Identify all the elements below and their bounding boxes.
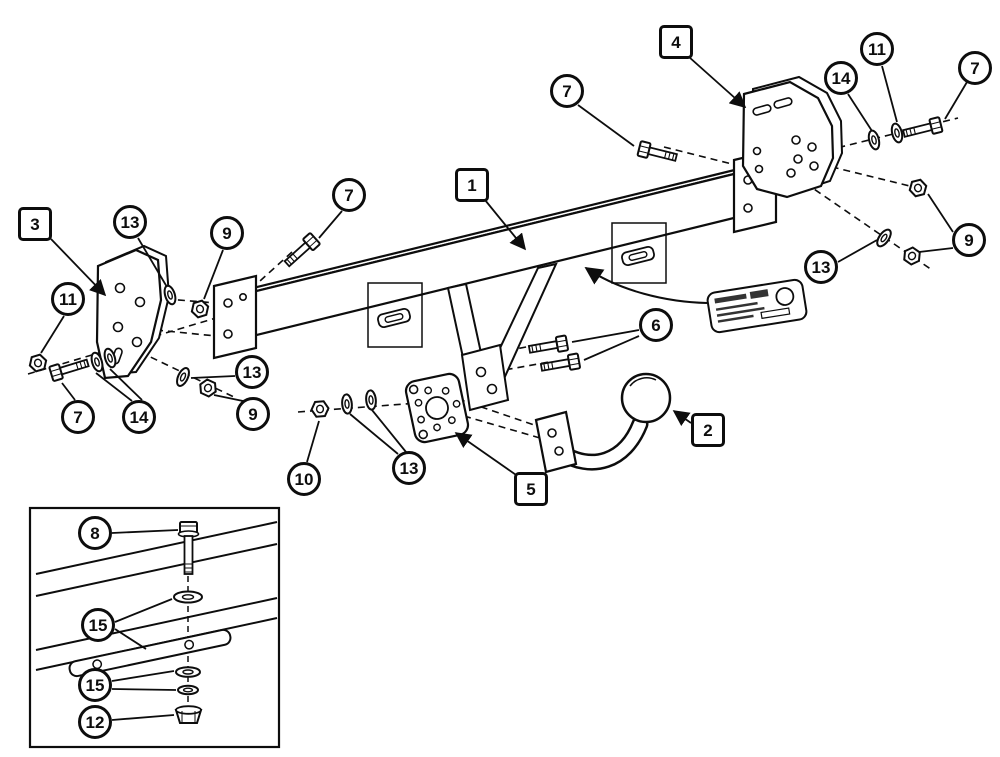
callout-5-20: 5: [514, 472, 548, 506]
callout-label: 13: [242, 362, 262, 382]
callout-2-21: 2: [691, 413, 725, 447]
callout-label: 13: [811, 257, 831, 277]
callout-label: 14: [129, 407, 149, 427]
callout-13-8: 13: [113, 205, 147, 239]
callout-label: 8: [90, 523, 100, 543]
callout-label: 2: [703, 420, 713, 440]
callout-13-14: 13: [235, 355, 269, 389]
callout-9-17: 9: [236, 397, 270, 431]
callout-7-4: 7: [958, 51, 992, 85]
support-bracket: [446, 262, 558, 412]
callout-label: 13: [399, 458, 419, 478]
callout-11-2: 11: [860, 32, 894, 66]
detail-highlight-boxes: [367, 222, 667, 348]
spec-label-arrow: [584, 266, 708, 304]
callout-13-11: 13: [804, 250, 838, 284]
callout-label: 15: [88, 615, 108, 635]
callout-label: 9: [964, 230, 974, 250]
callout-7-1: 7: [550, 74, 584, 108]
callout-9-10: 9: [952, 223, 986, 257]
callout-14-16: 14: [122, 400, 156, 434]
callout-label: 7: [562, 81, 572, 101]
callout-label: 7: [344, 185, 354, 205]
callout-7-6: 7: [332, 178, 366, 212]
callout-label: 11: [59, 289, 77, 309]
inset-bolt: [177, 521, 200, 575]
callout-14-3: 14: [824, 61, 858, 95]
leader-lines: [40, 56, 968, 721]
callout-4-0: 4: [659, 25, 693, 59]
inset-plate-washer: [173, 590, 203, 604]
callout-15-24: 15: [78, 668, 112, 702]
callout-3-7: 3: [18, 207, 52, 241]
callout-label: 5: [526, 479, 536, 499]
inset-nut: [174, 705, 203, 724]
callout-label: 7: [970, 58, 980, 78]
crossbar-end-plate-left: [212, 274, 258, 360]
callout-label: 1: [467, 175, 477, 195]
callout-label: 3: [30, 214, 40, 234]
callout-label: 11: [868, 39, 886, 59]
callout-label: 14: [831, 68, 851, 88]
callout-15-23: 15: [81, 608, 115, 642]
callout-label: 9: [248, 404, 258, 424]
callout-6-13: 6: [639, 308, 673, 342]
side-plate-right: [741, 75, 844, 199]
callout-label: 10: [294, 469, 314, 489]
callout-label: 9: [222, 223, 232, 243]
callout-label: 13: [120, 212, 140, 232]
callout-label: 6: [651, 315, 661, 335]
callout-9-9: 9: [210, 216, 244, 250]
callout-12-25: 12: [78, 705, 112, 739]
callout-13-19: 13: [392, 451, 426, 485]
callout-label: 7: [73, 407, 83, 427]
callout-7-15: 7: [61, 400, 95, 434]
callout-label: 15: [85, 675, 105, 695]
callout-11-12: 11: [51, 282, 85, 316]
towball: [534, 372, 672, 474]
spec-label: [706, 278, 808, 334]
callout-10-18: 10: [287, 462, 321, 496]
callout-label: 4: [671, 32, 681, 52]
callout-label: 12: [85, 712, 105, 732]
callout-1-5: 1: [455, 168, 489, 202]
inset-washers: [175, 666, 201, 696]
callout-8-22: 8: [78, 516, 112, 550]
flange-plate: [404, 372, 470, 444]
